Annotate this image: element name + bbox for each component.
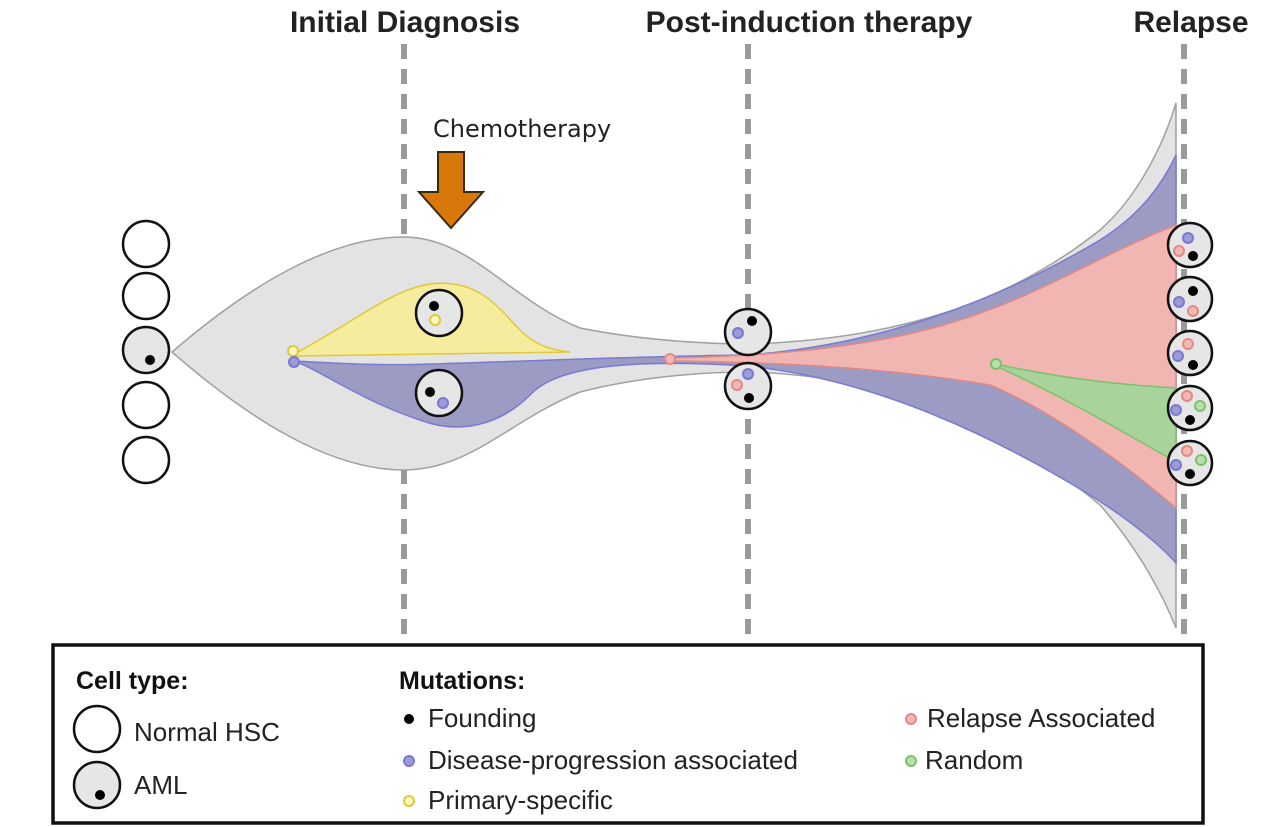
legend-aml-icon (72, 760, 122, 810)
diagnosis-cells (414, 288, 464, 418)
aml-cell (1166, 275, 1214, 323)
random-mutation-dot (1195, 454, 1207, 466)
stage-label-relapse: Relapse (1133, 6, 1248, 39)
legend-primary-label: Primary-specific (428, 785, 613, 815)
normal-hsc-cell (121, 380, 171, 430)
legend-normal-hsc-icon (72, 704, 122, 754)
founding-mutation-dot (429, 301, 439, 311)
relapse-mutation-dot (1173, 245, 1185, 257)
relapse-origin-dot (664, 353, 676, 365)
relapse-mutation-dot (731, 379, 743, 391)
initial-cell-stack (121, 219, 171, 485)
legend-normal-hsc-label: Normal HSC (134, 717, 280, 747)
legend-mutations-title: Mutations: (399, 667, 525, 695)
disease-mutation-dot (742, 368, 754, 380)
random-mutation-dot (1194, 400, 1206, 412)
aml-cell (1166, 439, 1214, 487)
aml-cell (723, 307, 773, 357)
disease-mutation-dot (1170, 459, 1182, 471)
legend-disease-dot (403, 755, 415, 767)
legend-aml-label: AML (134, 770, 187, 800)
legend-relapse-dot (905, 713, 917, 725)
post-induction-cells (723, 307, 773, 411)
normal-hsc-cell (121, 219, 171, 269)
founding-mutation-dot (1188, 251, 1198, 261)
random-origin-dot (990, 358, 1002, 370)
legend: Cell type: Normal HSC AML Mutations: Fou… (51, 643, 1205, 825)
legend-random-dot (905, 755, 917, 767)
normal-hsc-cell (121, 435, 171, 485)
aml-cell (414, 368, 464, 418)
aml-cell (1166, 329, 1214, 377)
relapse-mutation-dot (1187, 305, 1199, 317)
primary-origin-dot (287, 345, 299, 357)
founding-mutation-dot (1185, 415, 1195, 425)
aml-cell (121, 325, 171, 375)
chemotherapy-arrow-icon (416, 151, 486, 230)
disease-mutation-dot (1170, 404, 1182, 416)
disease-mutation-dot (1172, 350, 1184, 362)
founding-mutation-dot (1188, 360, 1198, 370)
legend-founding-dot (404, 714, 414, 724)
disease-mutation-dot (437, 397, 449, 409)
founding-mutation-dot (747, 316, 757, 326)
aml-cell (1166, 384, 1214, 432)
relapse-mutation-dot (1182, 338, 1194, 350)
legend-aml-founding-dot (95, 790, 105, 800)
chemotherapy-label: Chemotherapy (433, 115, 611, 143)
disease-mutation-dot (1173, 296, 1185, 308)
stage-label-initial: Initial Diagnosis (290, 6, 520, 39)
legend-box (51, 643, 1205, 825)
legend-cell-type-title: Cell type: (76, 667, 189, 695)
aml-cell (723, 361, 773, 411)
relapse-mutation-dot (1181, 445, 1193, 457)
founding-mutation-dot (425, 387, 435, 397)
founding-mutation-dot (1185, 469, 1195, 479)
aml-cell (1166, 221, 1214, 269)
disease-mutation-dot (1182, 232, 1194, 244)
legend-primary-dot (403, 795, 415, 807)
founding-mutation-dot (1188, 286, 1198, 296)
legend-random-label: Random (925, 745, 1023, 775)
disease-mutation-dot (732, 327, 744, 339)
disease-origin-dot (288, 356, 300, 368)
founding-mutation-dot (145, 355, 155, 365)
legend-relapse-label: Relapse Associated (927, 703, 1155, 733)
legend-disease-label: Disease-progression associated (428, 745, 798, 775)
legend-founding-label: Founding (428, 703, 536, 733)
relapse-mutation-dot (1181, 390, 1193, 402)
relapse-cells (1166, 221, 1214, 487)
normal-hsc-cell (121, 271, 171, 321)
founding-mutation-dot (744, 393, 754, 403)
primary-mutation-dot (429, 314, 441, 326)
stage-label-post: Post-induction therapy (646, 6, 973, 39)
aml-cell (414, 288, 464, 338)
